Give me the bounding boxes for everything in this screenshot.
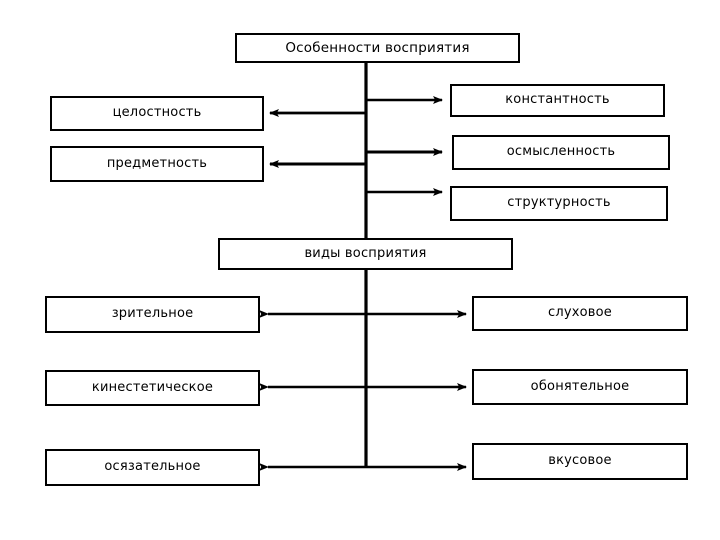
node-predmetnost-label: предметность: [106, 155, 208, 171]
node-predmetnost[interactable]: предметность: [50, 146, 264, 182]
node-sluhovoe-label: слуховое: [547, 305, 612, 321]
node-strukturnost[interactable]: структурность: [450, 186, 668, 221]
node-osyazatelnoe[interactable]: осязательное: [45, 449, 260, 486]
node-tselostnost-label: целостность: [112, 105, 202, 121]
node-title-features[interactable]: Особенности восприятия: [235, 33, 520, 63]
node-konstantnost[interactable]: константность: [450, 84, 665, 117]
node-kinesteticheskoe[interactable]: кинестетическое: [45, 370, 260, 406]
node-osmyslennost[interactable]: осмысленность: [452, 135, 670, 170]
node-osyazatelnoe-label: осязательное: [104, 459, 201, 475]
node-vkusovoe-label: вкусовое: [548, 453, 612, 469]
node-section-kinds-label: виды восприятия: [304, 245, 427, 261]
node-section-kinds[interactable]: виды восприятия: [218, 238, 513, 270]
node-osmyslennost-label: осмысленность: [506, 144, 616, 160]
node-obonyatelnoe[interactable]: обонятельное: [472, 369, 688, 405]
node-tselostnost[interactable]: целостность: [50, 96, 264, 131]
node-obonyatelnoe-label: обонятельное: [530, 378, 630, 394]
node-konstantnost-label: константность: [505, 92, 610, 108]
node-vkusovoe[interactable]: вкусовое: [472, 443, 688, 480]
node-zritelnoe[interactable]: зрительное: [45, 296, 260, 333]
node-zritelnoe-label: зрительное: [111, 306, 194, 322]
node-sluhovoe[interactable]: слуховое: [472, 296, 688, 331]
node-strukturnost-label: структурность: [507, 195, 611, 211]
node-kinesteticheskoe-label: кинестетическое: [91, 379, 214, 395]
node-title-features-label: Особенности восприятия: [285, 39, 470, 56]
